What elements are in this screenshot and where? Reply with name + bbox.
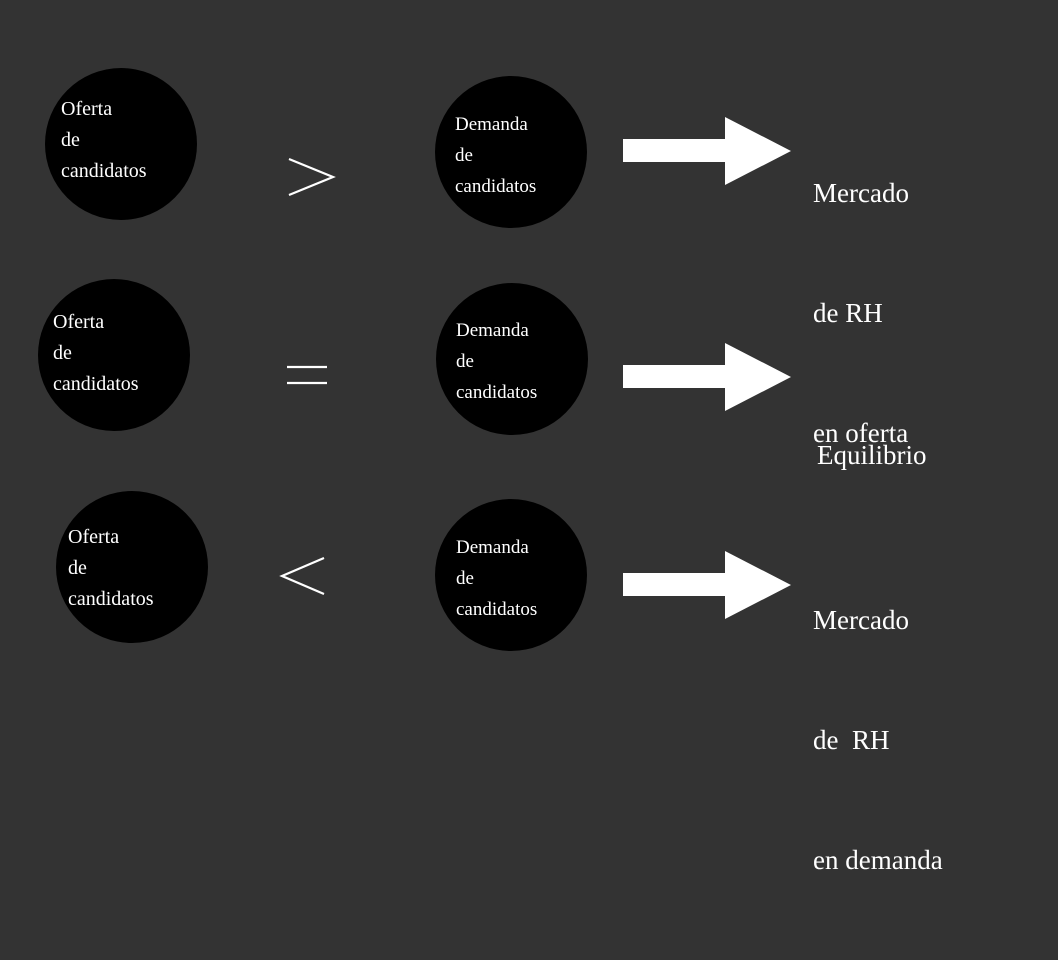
- diagram-row-3: Oferta de candidatos Demanda de candidat…: [0, 0, 1058, 875]
- demanda-label: Demanda de candidatos: [455, 109, 536, 202]
- demanda-line-3: candidatos: [456, 599, 538, 620]
- result-label: Equilibrio: [817, 355, 927, 555]
- equals-symbol: [283, 345, 343, 405]
- oferta-line-2: de: [61, 129, 80, 151]
- demanda-circle: Demanda de candidatos: [435, 499, 587, 651]
- demanda-label: Demanda de candidatos: [456, 532, 537, 625]
- result-label: Mercado de RH en oferta: [813, 93, 909, 533]
- result-line-2: de RH: [813, 298, 883, 328]
- oferta-label: Oferta de candidatos: [68, 522, 154, 615]
- demanda-circle: Demanda de candidatos: [436, 283, 588, 435]
- demanda-line-2: de: [456, 568, 474, 589]
- right-arrow-icon: [623, 117, 793, 187]
- demanda-circle: Demanda de candidatos: [435, 76, 587, 228]
- diagram-row-1: Oferta de candidatos Demanda de candidat…: [0, 0, 1058, 448]
- result-label: Mercado de RH en demanda: [813, 520, 943, 960]
- right-arrow-icon: [623, 551, 793, 621]
- demanda-line-1: Demanda: [456, 537, 529, 558]
- right-arrow-icon: [623, 343, 793, 413]
- oferta-line-3: candidatos: [53, 373, 139, 395]
- result-line-1: Mercado: [813, 605, 909, 635]
- demanda-line-2: de: [455, 145, 473, 166]
- oferta-line-1: Oferta: [61, 98, 113, 120]
- result-line-2: de RH: [813, 725, 890, 755]
- oferta-circle: Oferta de candidatos: [45, 68, 197, 220]
- demanda-line-2: de: [456, 351, 474, 372]
- result-line-3: en demanda: [813, 845, 943, 875]
- oferta-label: Oferta de candidatos: [61, 94, 147, 187]
- demanda-line-1: Demanda: [455, 114, 528, 135]
- less-than-symbol: [278, 546, 338, 606]
- oferta-line-1: Oferta: [53, 311, 105, 333]
- oferta-line-3: candidatos: [68, 588, 154, 610]
- diagram-row-2: Oferta de candidatos Demanda de candidat…: [0, 0, 1058, 470]
- oferta-line-2: de: [53, 342, 72, 364]
- demanda-line-1: Demanda: [456, 320, 529, 341]
- demanda-label: Demanda de candidatos: [456, 315, 537, 408]
- oferta-circle: Oferta de candidatos: [38, 279, 190, 431]
- demanda-line-3: candidatos: [455, 176, 537, 197]
- oferta-line-1: Oferta: [68, 526, 120, 548]
- result-line-1: Mercado: [813, 178, 909, 208]
- oferta-line-3: candidatos: [61, 160, 147, 182]
- result-line-3: en oferta: [813, 418, 909, 448]
- oferta-line-2: de: [68, 557, 87, 579]
- result-line-1: Equilibrio: [817, 440, 927, 470]
- oferta-circle: Oferta de candidatos: [56, 491, 208, 643]
- oferta-label: Oferta de candidatos: [53, 307, 139, 400]
- greater-than-symbol: [283, 147, 343, 207]
- demanda-line-3: candidatos: [456, 382, 538, 403]
